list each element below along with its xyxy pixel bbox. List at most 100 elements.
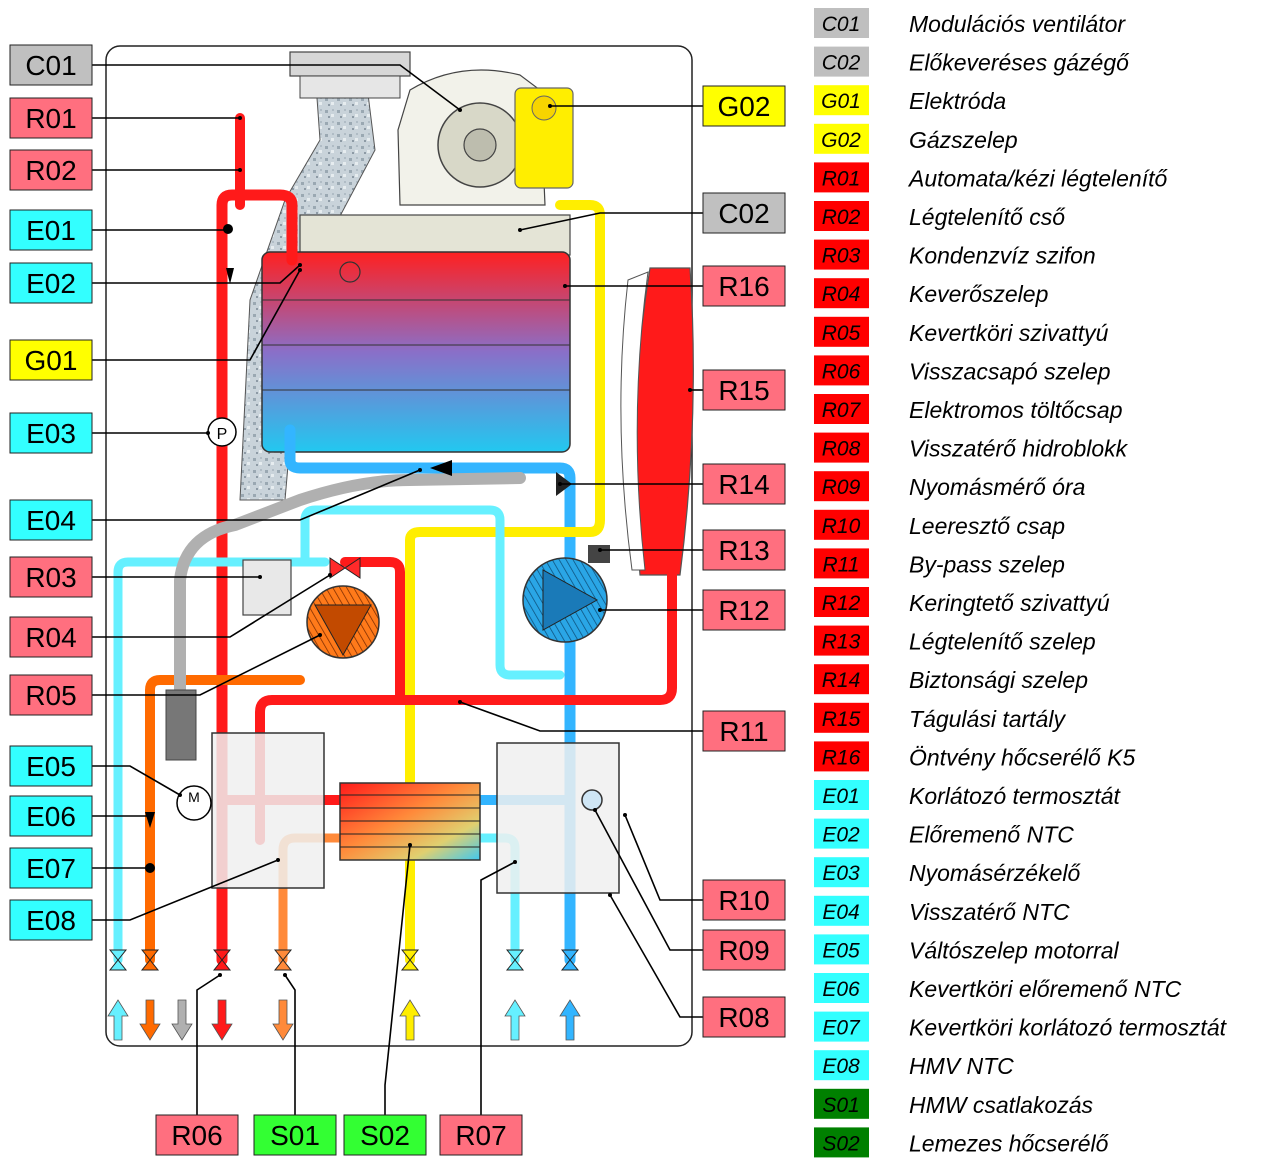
legend-swatch (814, 857, 869, 888)
mixed-return-cyan (113, 557, 330, 965)
tag-r07: R07 (439, 1114, 523, 1156)
legend-description: Leeresztő csap (909, 513, 1065, 539)
tag-r09: R09 (702, 929, 786, 971)
legend-code: R01 (822, 167, 861, 190)
tag-label: E08 (26, 905, 76, 936)
tag-label: S01 (270, 1120, 320, 1151)
legend-swatch (814, 780, 869, 810)
tag-r16: R16 (702, 265, 786, 307)
tag-label: G01 (25, 345, 78, 376)
tag-r01: R01 (9, 97, 93, 139)
leader-end-g01 (298, 268, 302, 272)
leader-end-r05 (318, 633, 322, 637)
leader-c02 (519, 212, 703, 231)
legend-swatch (814, 1050, 869, 1081)
tag-r13: R13 (702, 529, 786, 571)
legend-swatch (814, 278, 869, 309)
tag-box (9, 262, 93, 304)
pressure-gauge-icon (581, 789, 603, 811)
tag-label: R06 (171, 1120, 222, 1151)
tag-s01: S01 (253, 1114, 337, 1156)
auto-vent-valve (588, 545, 610, 563)
leader-end-s02 (408, 843, 412, 847)
legend-swatch (814, 316, 869, 347)
tag-box (702, 589, 786, 631)
tag-box (155, 1114, 239, 1156)
tag-label: S02 (360, 1120, 410, 1151)
legend-description: Elektróda (909, 88, 1006, 114)
legend-description: By-pass szelep (909, 551, 1065, 577)
tag-label: R08 (718, 1002, 769, 1033)
component-tags: C01R01R02E01E02G01E03E04R03R04R05E05E06E… (9, 44, 786, 1156)
leader-r09 (594, 809, 703, 951)
legend-code: R12 (822, 592, 861, 615)
tag-label: R09 (718, 935, 769, 966)
leader-end-r15 (688, 388, 692, 392)
tag-label: R07 (455, 1120, 506, 1151)
tag-label: R03 (25, 562, 76, 593)
tag-c02: C02 (702, 192, 786, 234)
tag-r12: R12 (702, 589, 786, 631)
legend-code: E08 (822, 1055, 860, 1078)
diverter-motor-letter: M (188, 789, 200, 805)
flow-hydroblock (211, 732, 325, 889)
leader-end-e05 (178, 793, 182, 797)
tag-label: E03 (26, 418, 76, 449)
legend-swatch (814, 123, 869, 154)
tag-r06: R06 (155, 1114, 239, 1156)
leader-e04 (92, 469, 421, 521)
legend-description: Nyomásérzékelő (909, 860, 1081, 886)
leader-r10 (624, 814, 703, 901)
leader-end-g02 (548, 104, 552, 108)
tag-label: C02 (718, 198, 769, 229)
legend-code: R09 (822, 476, 861, 499)
leader-end-e02 (298, 263, 302, 267)
tag-r14: R14 (702, 463, 786, 505)
legend-code: R06 (822, 360, 861, 383)
legend-code: E06 (822, 978, 860, 1001)
tag-box (702, 192, 786, 234)
connection-arrows (107, 999, 581, 1041)
legend-code: R11 (823, 553, 860, 576)
legend-description: Visszacsapó szelep (909, 358, 1111, 384)
legend-code: R02 (822, 206, 861, 229)
legend-code: E07 (822, 1017, 861, 1040)
legend-code: E02 (822, 824, 860, 847)
legend-description: Előkeveréses gázégő (909, 50, 1130, 76)
leader-end-r01 (238, 116, 242, 120)
tag-box (9, 847, 93, 889)
tag-label: G02 (718, 91, 771, 122)
tag-box (702, 85, 786, 127)
tag-e05: E05 (9, 745, 93, 787)
leader-end-c01 (458, 108, 462, 112)
tag-box (9, 97, 93, 139)
leader-end-e06 (148, 814, 152, 818)
tag-e04: E04 (9, 499, 93, 541)
legend-description: Keringtető szivattyú (909, 590, 1110, 616)
cast-heat-exchanger (261, 251, 571, 453)
leader-end-e04 (418, 468, 422, 472)
tag-box (702, 369, 786, 411)
tag-label: C01 (25, 50, 76, 81)
leader-end-r07 (513, 860, 517, 864)
legend-swatch (814, 162, 869, 193)
legend-code: R14 (822, 669, 861, 692)
legend-code: E01 (822, 785, 859, 808)
legend-code: G02 (821, 129, 861, 152)
leader-e02 (92, 264, 301, 284)
tag-box (9, 44, 93, 86)
tag-box (439, 1114, 523, 1156)
flow-pipe-red (216, 189, 298, 966)
tag-box (702, 529, 786, 571)
